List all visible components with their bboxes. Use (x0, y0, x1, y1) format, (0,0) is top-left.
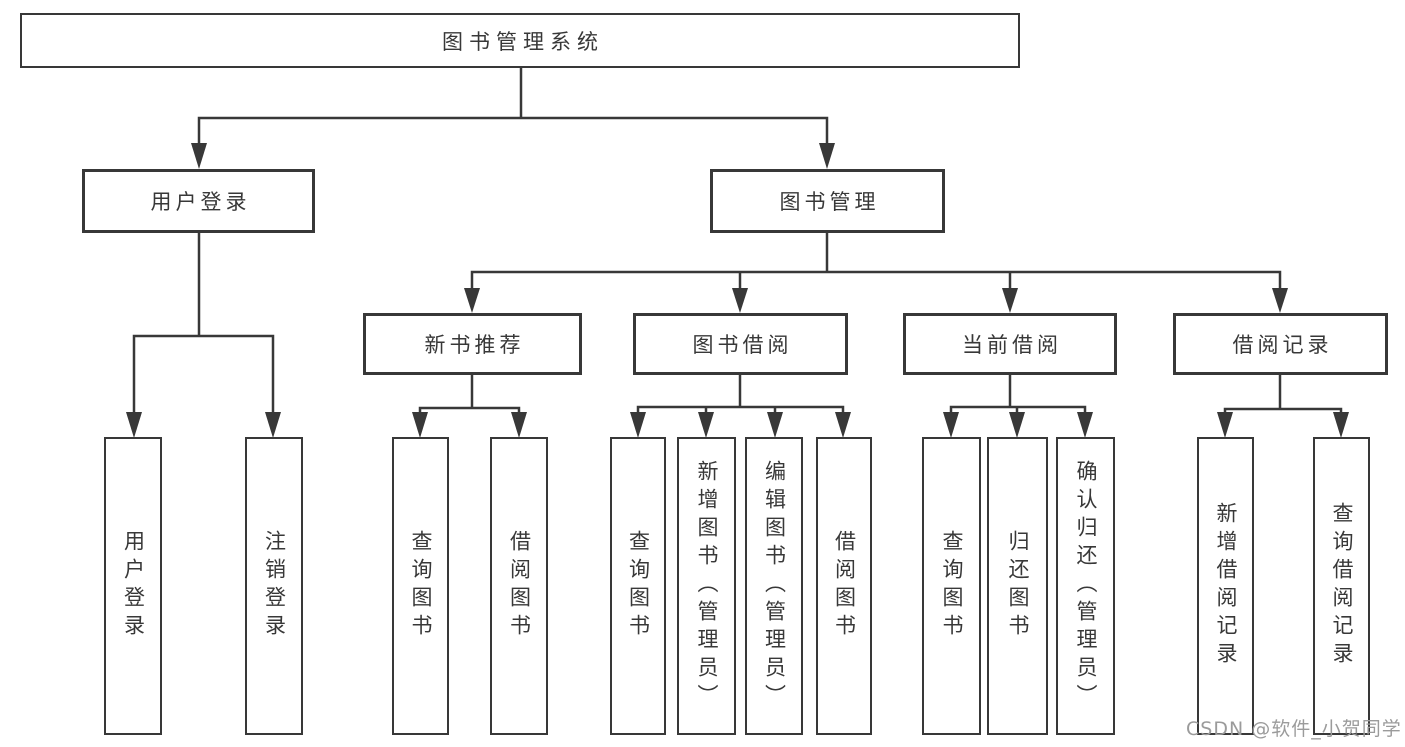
node-borrowing-records-label: 借阅记录 (1232, 333, 1333, 357)
node-borrowing-records: 借阅记录 (1173, 313, 1388, 375)
leaf-query-books-recommend: 查询图书 (392, 437, 449, 735)
leaf-return-books-label: 归还图书 (1006, 530, 1030, 642)
leaf-borrow-books-recommend-label: 借阅图书 (507, 530, 532, 642)
node-book-borrowing-label: 图书借阅 (692, 333, 793, 357)
leaf-add-books-admin-label: 新增图书（管理员） (695, 460, 719, 712)
leaf-add-borrow-record-label: 新增借阅记录 (1214, 502, 1238, 670)
node-book-borrowing: 图书借阅 (633, 313, 848, 375)
node-book-management-label: 图书管理 (779, 190, 880, 214)
leaf-query-books-borrow-label: 查询图书 (626, 530, 651, 642)
leaf-add-books-admin: 新增图书（管理员） (677, 437, 736, 735)
node-user-login: 用户登录 (82, 169, 315, 233)
leaf-logout-label: 注销登录 (262, 530, 287, 642)
leaf-borrow-books-borrow: 借阅图书 (816, 437, 872, 735)
leaf-edit-books-admin: 编辑图书（管理员） (745, 437, 803, 735)
leaf-query-books-borrow: 查询图书 (610, 437, 666, 735)
leaf-return-books: 归还图书 (987, 437, 1048, 735)
leaf-query-borrow-record-label: 查询借阅记录 (1330, 502, 1354, 670)
leaf-query-books-current-label: 查询图书 (940, 530, 964, 642)
leaf-query-books-current: 查询图书 (922, 437, 981, 735)
node-user-login-label: 用户登录 (150, 190, 251, 214)
leaf-user-login: 用户登录 (104, 437, 162, 735)
leaf-add-borrow-record: 新增借阅记录 (1197, 437, 1254, 735)
leaf-edit-books-admin-label: 编辑图书（管理员） (762, 460, 787, 712)
leaf-user-login-label: 用户登录 (121, 530, 146, 642)
leaf-confirm-return-admin-label: 确认归还（管理员） (1074, 460, 1098, 712)
leaf-logout: 注销登录 (245, 437, 303, 735)
node-book-management: 图书管理 (710, 169, 945, 233)
node-new-book-recommendation: 新书推荐 (363, 313, 582, 375)
csdn-watermark: CSDN @软件_小贺同学 (1186, 718, 1402, 740)
node-new-book-recommendation-label: 新书推荐 (424, 333, 525, 357)
arrowheads (126, 143, 1349, 438)
leaf-query-borrow-record: 查询借阅记录 (1313, 437, 1370, 735)
node-current-borrowing: 当前借阅 (903, 313, 1117, 375)
node-root-label: 图书管理系统 (442, 29, 604, 54)
leaf-borrow-books-recommend: 借阅图书 (490, 437, 548, 735)
leaf-borrow-books-borrow-label: 借阅图书 (832, 530, 857, 642)
leaf-query-books-recommend-label: 查询图书 (409, 530, 433, 642)
leaf-confirm-return-admin: 确认归还（管理员） (1056, 437, 1115, 735)
node-current-borrowing-label: 当前借阅 (962, 333, 1062, 357)
node-root: 图书管理系统 (20, 13, 1020, 68)
